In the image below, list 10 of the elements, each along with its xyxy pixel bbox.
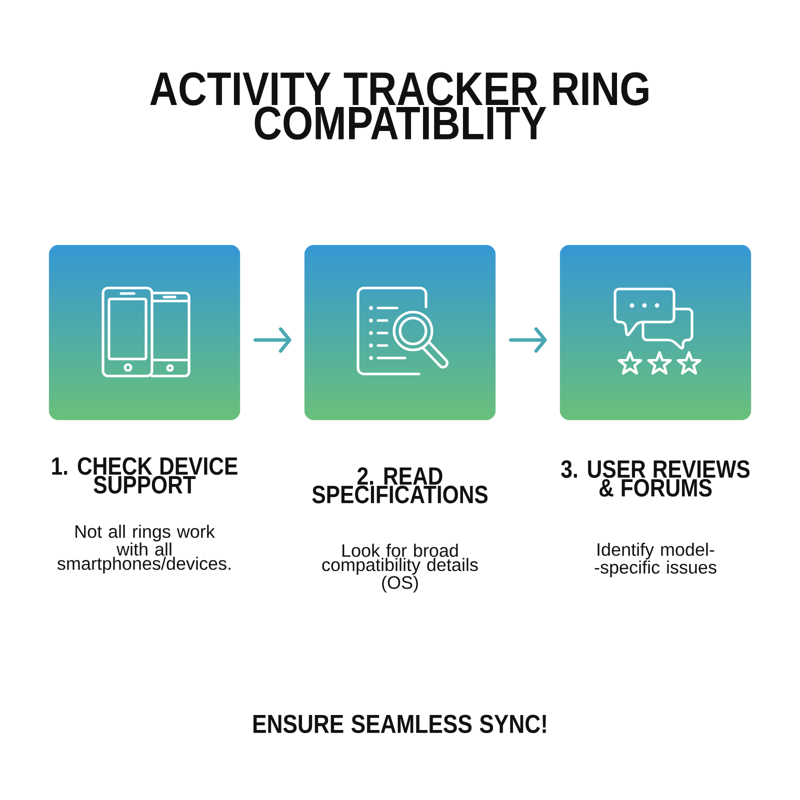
- step-description: Identify model- -specific issues: [594, 542, 716, 578]
- arrow: [509, 327, 547, 353]
- title: ACTIVITY TRACKER RING COMPATIBLITY: [150, 72, 648, 140]
- arrow: [254, 327, 292, 353]
- slogan: ENSURE SEAMLESS SYNC!: [254, 714, 546, 734]
- step-heading: 1. CHECK DEVICE SUPPORT: [52, 457, 238, 494]
- step-heading: 3. USER REVIEWS & FORUMS: [561, 460, 750, 497]
- step-heading: 2. READ SPECIFICATIONS: [312, 467, 488, 504]
- step-description: Not all rings work with all smartphones/devices.: [57, 524, 230, 574]
- step-description: Look for broad compatibility details (OS): [322, 544, 478, 592]
